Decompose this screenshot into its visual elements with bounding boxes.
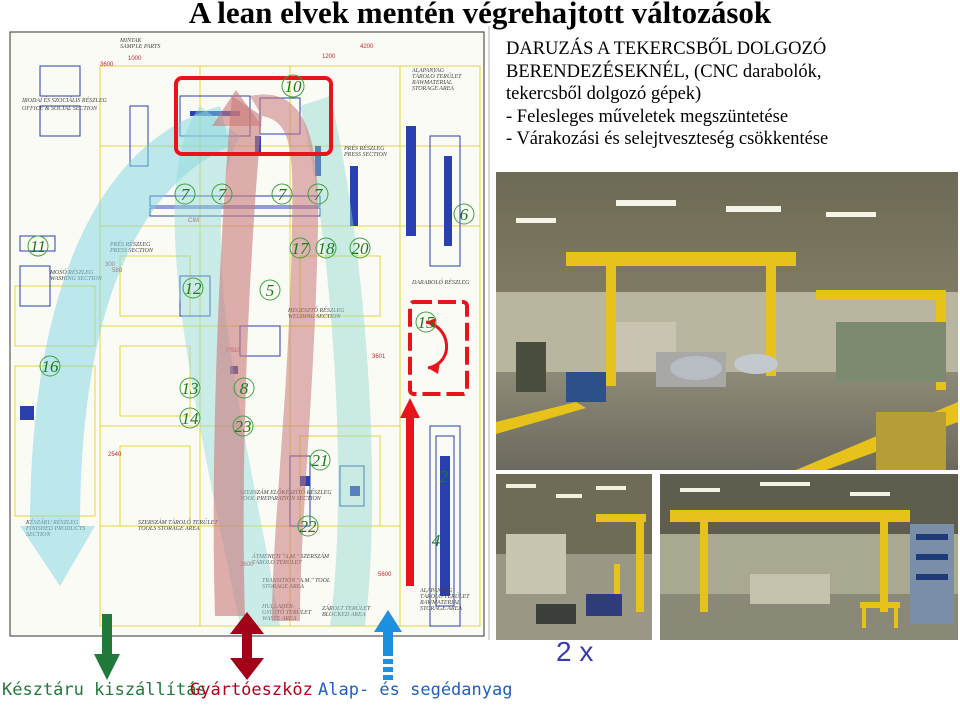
description-line: - Várakozási és selejtveszteség csökkent…: [506, 129, 829, 150]
svg-text:2540: 2540: [108, 452, 122, 458]
svg-text:ALAPANYAG: ALAPANYAG: [411, 68, 445, 74]
station-number: 13: [182, 379, 199, 398]
station-number: 6: [460, 205, 469, 224]
svg-text:MINTAK: MINTAK: [119, 38, 143, 44]
station-number: 22: [300, 517, 318, 536]
workshop-photo-crane: [496, 172, 958, 470]
svg-text:RAWMATERIAL: RAWMATERIAL: [411, 80, 453, 86]
svg-text:HEGESZTŐ RÉSZLEG: HEGESZTŐ RÉSZLEG: [287, 306, 345, 314]
arrow-down-green-icon: [94, 614, 120, 680]
svg-text:STORAGE AREA: STORAGE AREA: [412, 86, 454, 92]
svg-text:SAMPLE PARTS: SAMPLE PARTS: [120, 44, 160, 50]
svg-text:3601: 3601: [372, 354, 386, 360]
station-numbers: 10 7 7 7 7 6 17 18 20 11 12 5 15 16 13 8 14 23 21 22 4 2: [30, 77, 469, 550]
svg-text:1000: 1000: [128, 56, 142, 62]
svg-text:TÁROLÓ TERÜLET: TÁROLÓ TERÜLET: [412, 72, 462, 80]
station-number: 2: [440, 467, 449, 486]
legend-materials: Alap- és segédanyag: [318, 680, 513, 700]
description-line: - Felesleges műveletek megszüntetése: [506, 106, 789, 127]
svg-text:OFFICE & SOCIAL SECTION: OFFICE & SOCIAL SECTION: [22, 106, 98, 112]
legend-tooling: Gyártóeszköz: [190, 680, 313, 700]
page-title: A lean elvek mentén végrehajtott változá…: [188, 0, 772, 30]
description-line: DARUZÁS A TEKERCSBŐL DOLGOZÓ: [506, 39, 827, 59]
svg-text:TÁROLÓ TERÜLET: TÁROLÓ TERÜLET: [420, 592, 470, 600]
svg-text:DARABOLÓ RÉSZLEG: DARABOLÓ RÉSZLEG: [411, 278, 470, 286]
arrow-up-blue-icon: [374, 610, 402, 680]
station-number: 5: [266, 281, 275, 300]
station-number: 7: [314, 185, 324, 204]
station-number: 20: [352, 239, 370, 258]
station-number: 12: [185, 279, 203, 298]
station-number: 23: [235, 417, 252, 436]
svg-text:BLOCKED AREA: BLOCKED AREA: [322, 612, 366, 618]
station-number: 7: [278, 185, 288, 204]
svg-text:STORAGE AREA: STORAGE AREA: [420, 606, 462, 612]
svg-text:4200: 4200: [360, 44, 374, 50]
station-number: 11: [30, 237, 46, 256]
svg-text:PRESS SECTION: PRESS SECTION: [343, 152, 388, 158]
count-label: 2 x: [556, 636, 594, 667]
svg-text:SZERSZÁM TÁROLÓ TERÜLET: SZERSZÁM TÁROLÓ TERÜLET: [138, 518, 218, 526]
svg-text:RAWMATERIAL: RAWMATERIAL: [419, 600, 461, 606]
svg-text:PRÉS RÉSZLEG: PRÉS RÉSZLEG: [343, 144, 385, 152]
svg-text:TOOLS STORAGE AREA: TOOLS STORAGE AREA: [138, 526, 200, 532]
station-number: 21: [312, 451, 329, 470]
station-number: 10: [285, 77, 303, 96]
station-number: 14: [182, 409, 200, 428]
svg-text:5600: 5600: [378, 572, 392, 578]
station-number: 16: [42, 357, 60, 376]
svg-text:CIM: CIM: [188, 218, 199, 224]
description-block: DARUZÁS A TEKERCSBŐL DOLGOZÓ BERENDEZÉSE…: [506, 38, 956, 151]
station-number: 8: [240, 379, 249, 398]
workshop-photo-crane-2: [660, 474, 958, 640]
description-line: tekercsből dolgozó gépek): [506, 84, 702, 105]
svg-text:1200: 1200: [322, 54, 336, 60]
station-number: 4: [432, 531, 441, 550]
svg-text:PRESS SECTION: PRESS SECTION: [109, 248, 154, 254]
svg-text:3600: 3600: [100, 62, 114, 68]
svg-text:ALAPANYAG: ALAPANYAG: [419, 588, 453, 594]
svg-text:IRODAI ÉS SZOCIÁLIS RÉSZLEG: IRODAI ÉS SZOCIÁLIS RÉSZLEG: [21, 96, 107, 104]
legend-finished-goods: Késztáru kiszállítás: [2, 680, 207, 700]
arrow-up-down-red-icon: [230, 612, 264, 680]
workshop-photo-aisle: [496, 474, 652, 640]
station-number: 17: [292, 239, 311, 258]
description-line: BERENDEZÉSEKNÉL, (CNC darabolók,: [506, 61, 822, 82]
station-number: 7: [181, 185, 191, 204]
station-number: 7: [218, 185, 228, 204]
svg-text:2600: 2600: [240, 562, 254, 568]
factory-floor-plan: 3600 1000 1200 4200 300 580 2540 2600 56…: [0, 26, 490, 640]
station-number: 15: [418, 313, 435, 332]
svg-text:ZÁROLT TERÜLET: ZÁROLT TERÜLET: [322, 604, 371, 612]
station-number: 18: [318, 239, 336, 258]
